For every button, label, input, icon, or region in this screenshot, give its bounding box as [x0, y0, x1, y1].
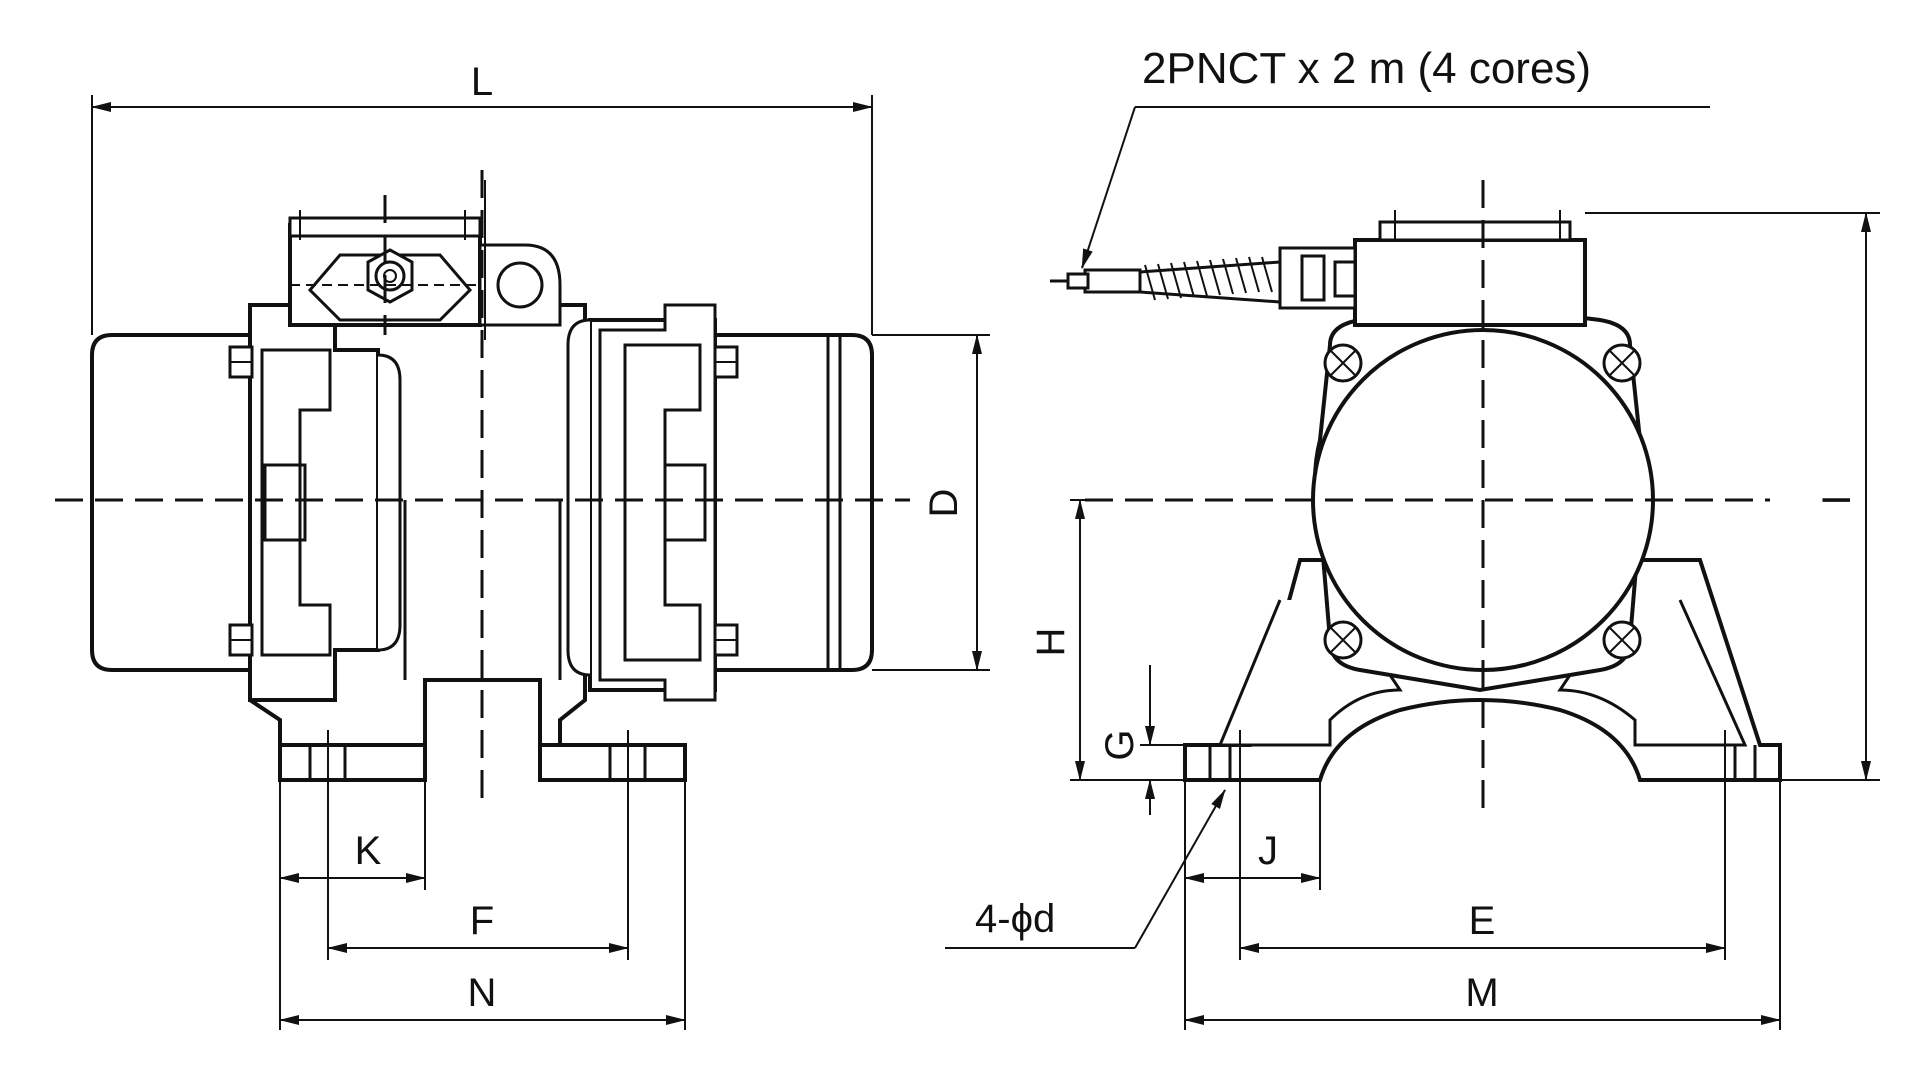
foot-right — [538, 743, 687, 782]
dimension-L: L — [471, 60, 493, 104]
hole-callout: 4-ϕd — [975, 897, 1055, 941]
dimension-I: I — [1815, 494, 1859, 505]
cross-bolt-icons — [1323, 343, 1642, 660]
dimension-J: J — [1258, 829, 1278, 873]
foot-left — [278, 743, 427, 782]
bolt-icons — [228, 345, 739, 657]
cable-spring — [1050, 256, 1282, 304]
dimension-F: F — [470, 899, 494, 943]
dimension-D: D — [922, 489, 966, 518]
dimension-H: H — [1029, 628, 1073, 657]
dimension-E: E — [1469, 899, 1496, 943]
terminal-box-front — [1278, 210, 1587, 327]
motor-body-left-end — [90, 333, 252, 672]
cable-label: 2PNCT x 2 m (4 cores) — [1142, 44, 1591, 93]
front-view: 2PNCT x 2 m (4 cores) I H G J E M — [945, 44, 1880, 1030]
terminal-box-side — [288, 180, 562, 340]
dimension-M: M — [1465, 971, 1498, 1015]
side-view: L D K F N — [55, 60, 990, 1030]
dimension-G: G — [1098, 729, 1142, 760]
dimension-K: K — [355, 829, 382, 873]
dimension-N: N — [468, 971, 497, 1015]
